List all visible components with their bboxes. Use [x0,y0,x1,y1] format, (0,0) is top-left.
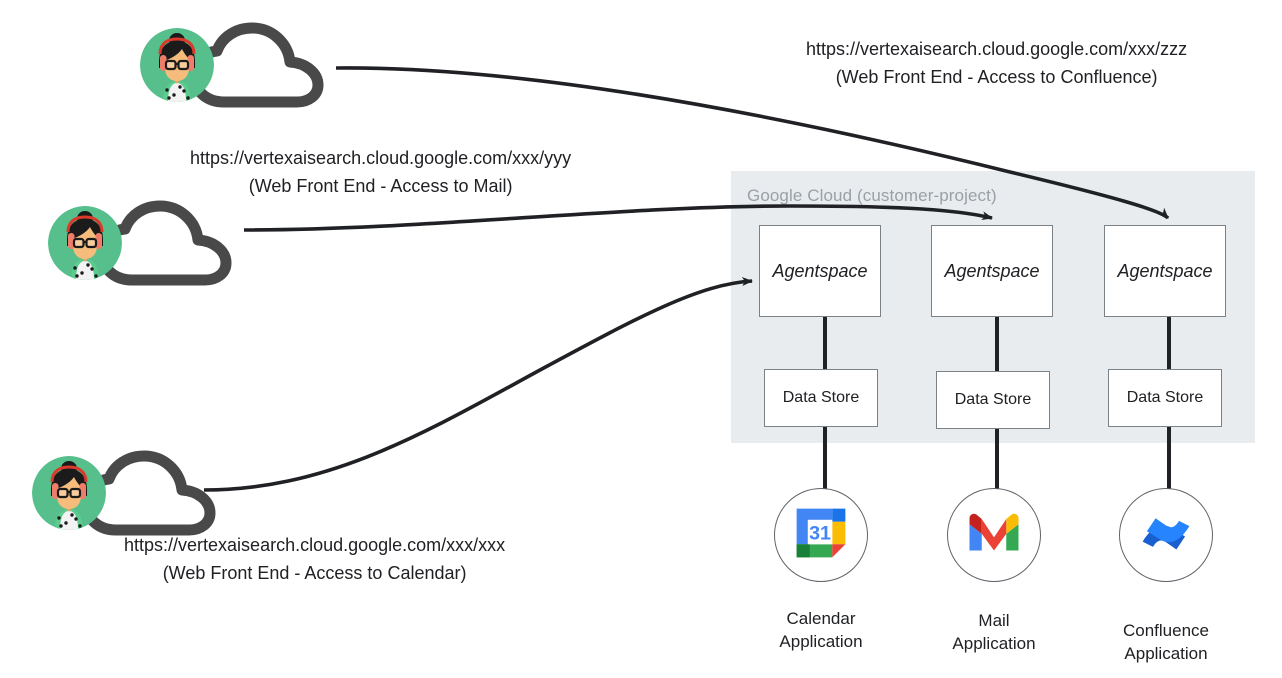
confluence-icon [1138,507,1194,564]
agentspace-box-confluence[interactable]: Agentspace [1104,225,1226,317]
mail-application-node[interactable] [947,488,1041,582]
arrow-user-calendar [203,277,753,492]
url-label-confluence: https://vertexaisearch.cloud.google.com/… [806,36,1187,92]
caption-line-1: Confluence [1122,621,1209,640]
caption-calendar-application: Calendar Application [731,608,911,654]
url-text: https://vertexaisearch.cloud.google.com/… [190,148,572,168]
agentspace-box-calendar[interactable]: Agentspace [759,225,881,317]
caption-line-1: Calendar [786,609,856,628]
url-label-mail: https://vertexaisearch.cloud.google.com/… [190,145,571,201]
caption-confluence-application: Confluence Application [1076,620,1256,666]
url-description: (Web Front End - Access to Confluence) [835,66,1158,87]
caption-mail-application: Mail Application [904,610,1084,656]
datastore-box-mail[interactable]: Data Store [936,371,1050,429]
agentspace-box-mail[interactable]: Agentspace [931,225,1053,317]
url-description: (Web Front End - Access to Calendar) [162,562,467,583]
user-avatar-icon [48,206,122,280]
confluence-application-node[interactable] [1119,488,1213,582]
user-avatar-icon [140,28,214,102]
calendar-application-node[interactable]: 31 [774,488,868,582]
svg-text:31: 31 [809,522,831,544]
connector-datastore-app-3 [1167,425,1171,491]
url-text: https://vertexaisearch.cloud.google.com/… [124,535,506,555]
connector-agentspace-datastore-3 [1167,313,1171,373]
url-description: (Web Front End - Access to Mail) [248,175,513,196]
datastore-box-calendar[interactable]: Data Store [764,369,878,427]
connector-agentspace-datastore-2 [995,313,999,373]
connector-datastore-app-1 [823,425,827,491]
google-calendar-icon: 31 [791,503,851,568]
user-avatar-icon [32,456,106,530]
caption-line-1: Mail [978,611,1010,630]
url-label-calendar: https://vertexaisearch.cloud.google.com/… [124,532,505,588]
gmail-icon [966,511,1022,560]
caption-line-2: Application [952,633,1036,653]
connector-datastore-app-2 [995,427,999,491]
datastore-box-confluence[interactable]: Data Store [1108,369,1222,427]
connector-agentspace-datastore-1 [823,313,827,373]
container-title: Google Cloud (customer-project) [747,186,997,205]
url-text: https://vertexaisearch.cloud.google.com/… [806,39,1188,59]
caption-line-2: Application [779,631,863,651]
caption-line-2: Application [1124,643,1208,663]
